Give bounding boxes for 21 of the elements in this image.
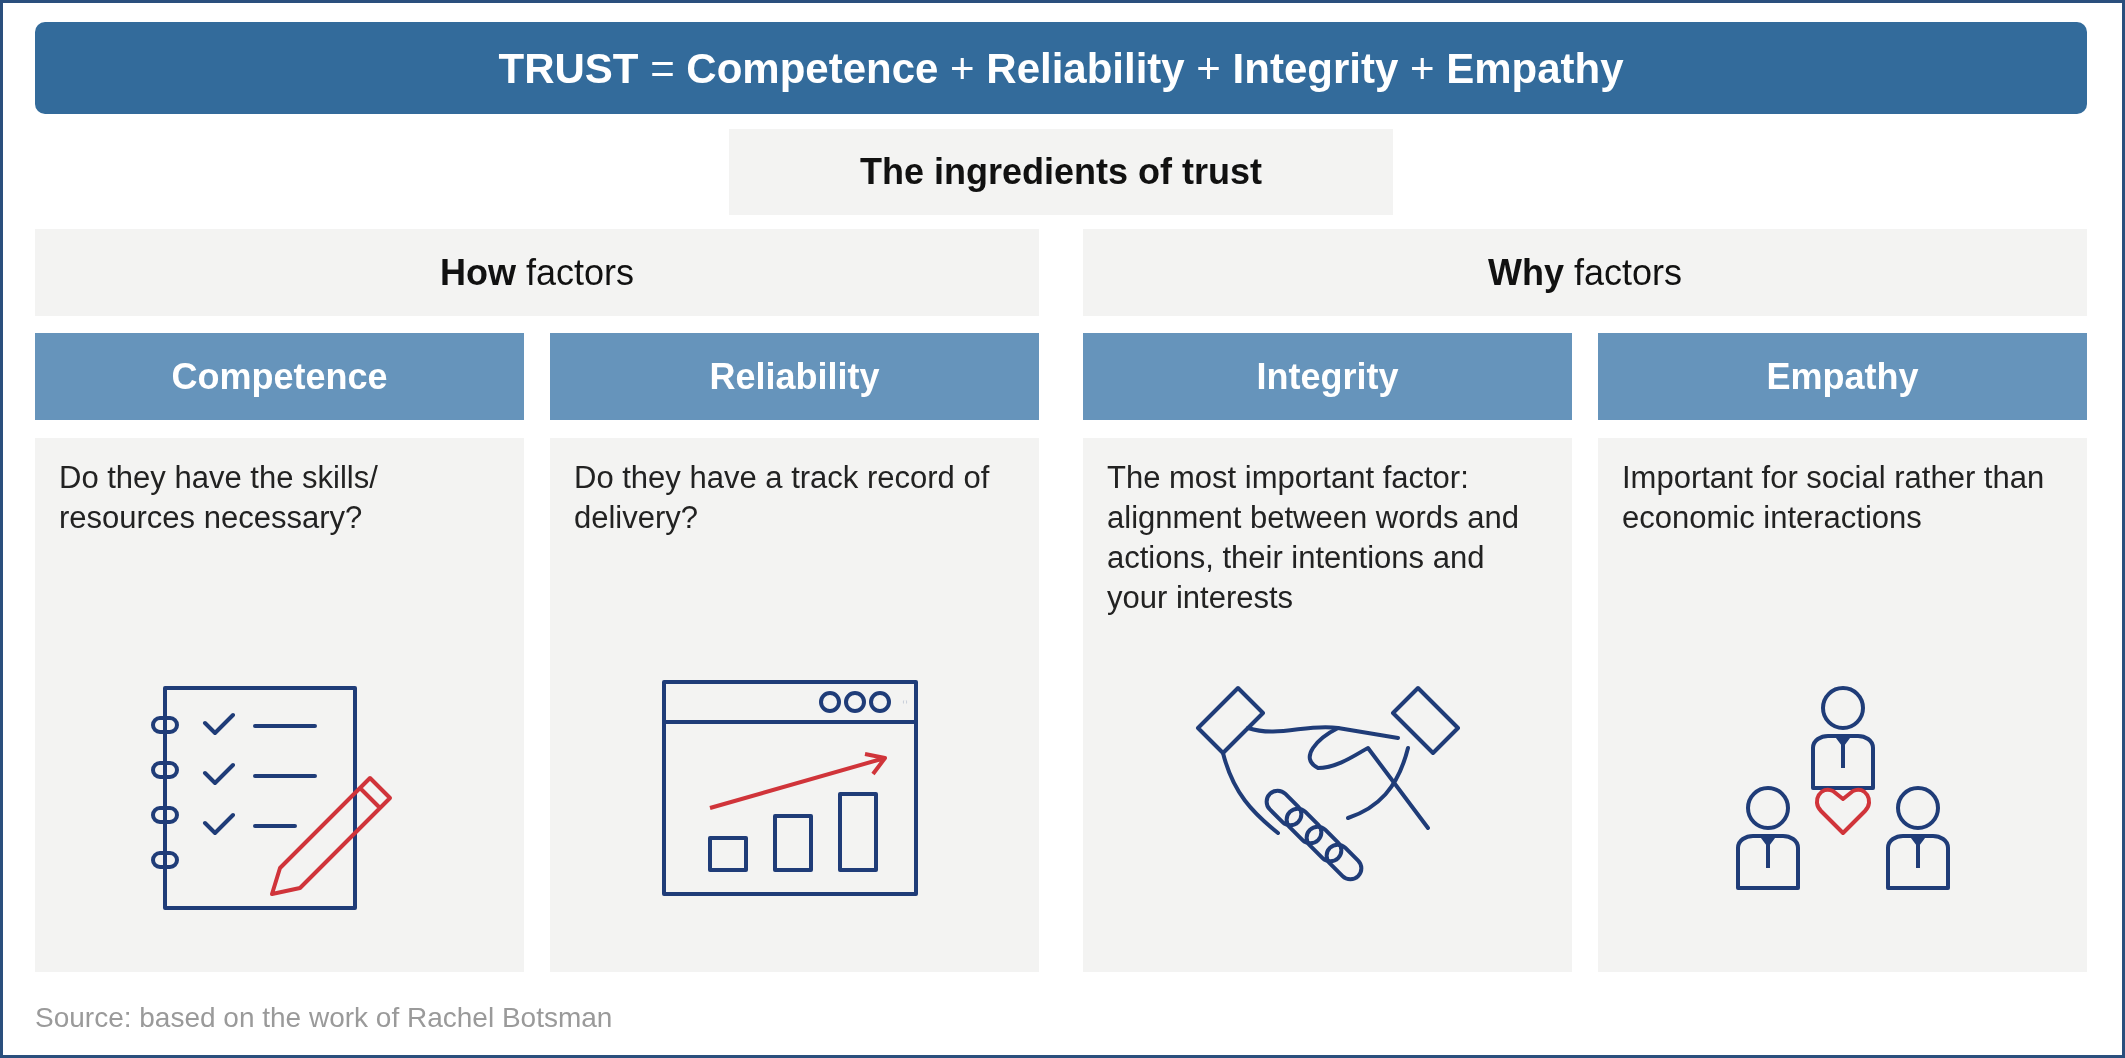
description-text: Do they have a track record of delivery?	[574, 459, 991, 537]
description-card	[1598, 438, 2087, 972]
title-banner: TRUST = Competence + Reliability + Integrity + Empathy	[35, 22, 2087, 114]
description-card	[1083, 438, 1572, 972]
heading-text: Empathy	[1766, 354, 1919, 399]
source-note: Source: based on the work of Rachel Botsman	[35, 1001, 613, 1035]
heading-text: How factors	[439, 250, 634, 295]
description-card	[35, 438, 524, 972]
description-text: The most important factor: alignment between words and actions, their intentions and your interests	[1107, 459, 1520, 617]
column-header	[1598, 333, 2087, 420]
description-text: Do they have the skills/ resources necessary?	[59, 459, 379, 537]
heading-text: The ingredients of trust	[860, 150, 1262, 194]
column-header	[35, 333, 524, 420]
heading-text: Reliability	[709, 354, 880, 399]
heading-text: Why factors	[1487, 250, 1682, 295]
column-header	[550, 333, 1039, 420]
description-text: Important for social rather than economic interactions	[1622, 459, 2046, 537]
column-header	[1083, 333, 1572, 420]
heading-text: Competence	[171, 354, 388, 399]
heading-text: Integrity	[1256, 354, 1399, 399]
description-card	[550, 438, 1039, 972]
